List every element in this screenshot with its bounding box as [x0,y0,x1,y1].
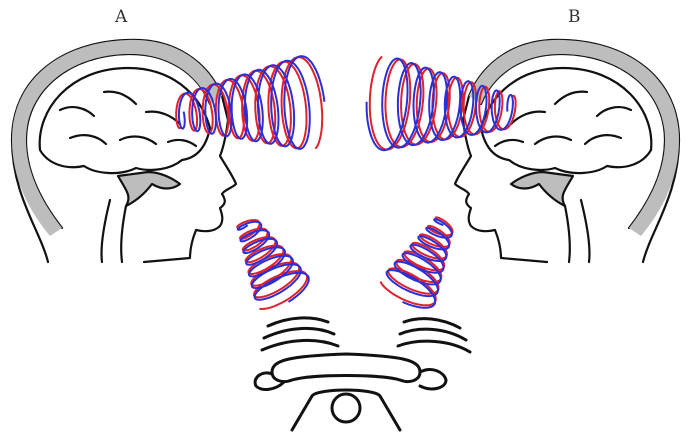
telephone-icon [255,318,470,430]
head-b-icon [455,40,679,262]
head-a-icon [12,40,236,262]
voice-coil-a [237,220,309,309]
voice-coil-b [381,217,453,307]
